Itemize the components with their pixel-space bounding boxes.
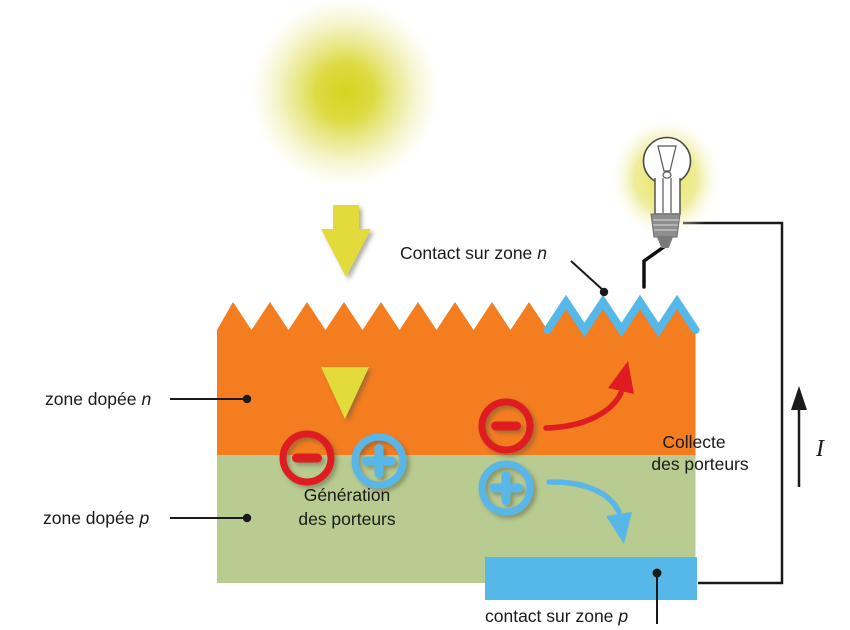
contact-zone-n-leader: [570, 260, 609, 297]
electron-minus-circle-icon: [279, 430, 335, 486]
generation-label: Génération des porteurs: [298, 485, 396, 529]
bulb-filament: [657, 145, 677, 213]
contact-p-bar: [485, 557, 697, 600]
contact-n-strip: [543, 294, 700, 338]
current-up-arrow-icon: [791, 386, 807, 487]
photon-down-arrow-icon: [321, 205, 371, 277]
bulb-to-contact-wire: [642, 242, 670, 289]
svg-text:des porteurs: des porteurs: [651, 454, 749, 474]
zone-n-leader: [170, 394, 252, 404]
contact-zone-p-leader: [652, 568, 662, 624]
svg-text:des porteurs: des porteurs: [298, 509, 396, 529]
sun-glow-icon: [247, 0, 443, 190]
photon-absorbed-arrow-icon: [321, 367, 369, 419]
svg-text:Collecte: Collecte: [662, 432, 725, 452]
collection-label: Collecte des porteurs: [651, 432, 749, 474]
zone-n-region: [217, 302, 696, 455]
zone-p-leader: [170, 513, 252, 523]
bulb-tip: [657, 236, 673, 248]
current-label: I: [815, 436, 825, 462]
svg-text:Génération: Génération: [304, 485, 391, 505]
bulb-base-ridges: [653, 219, 679, 231]
electron-flow-arrow-icon: [543, 361, 634, 431]
hole-flow-arrow-icon: [546, 479, 632, 544]
electron-minus-circle-icon: [478, 398, 534, 454]
hole-plus-circle-icon: [478, 460, 534, 516]
light-bulb-icon: [609, 116, 723, 248]
circuit-wire: [683, 221, 784, 585]
hole-plus-circle-icon: [351, 433, 407, 489]
